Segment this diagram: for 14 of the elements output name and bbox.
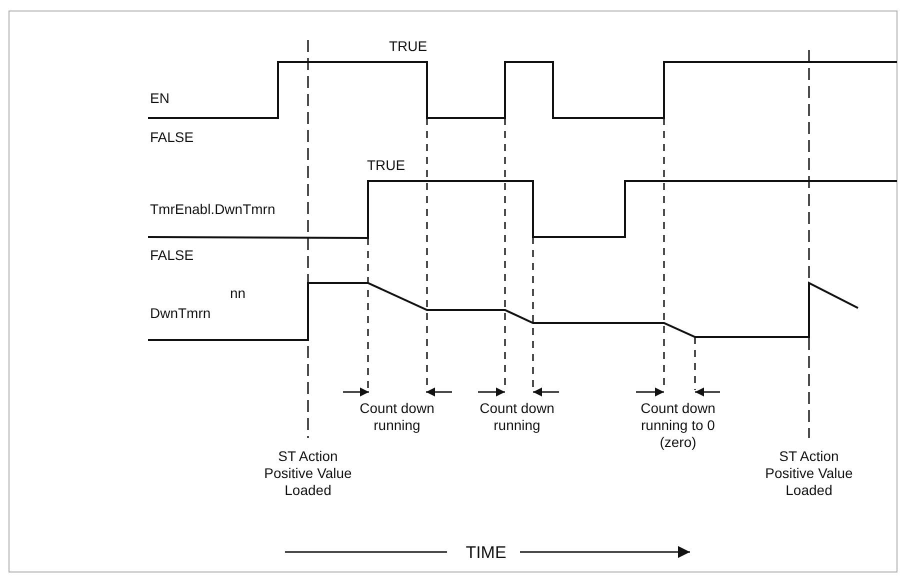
event-label: ST Action Positive Value Loaded — [263, 448, 353, 499]
interval-label: Count down running — [358, 400, 436, 434]
signal-name: DwnTmrn — [150, 305, 211, 322]
axis-label: TIME — [464, 544, 508, 561]
state-label: FALSE — [150, 247, 194, 264]
state-label: TRUE — [388, 38, 428, 55]
state-label: FALSE — [150, 129, 194, 146]
interval-label: Count down running — [478, 400, 556, 434]
value-label: nn — [230, 285, 246, 302]
state-label: TRUE — [366, 157, 406, 174]
signal-name: TmrEnabl.DwnTmrn — [150, 201, 276, 218]
interval-label: Count down running to 0 (zero) — [640, 400, 716, 451]
event-label: ST Action Positive Value Loaded — [764, 448, 854, 499]
signal-name: EN — [150, 90, 170, 107]
